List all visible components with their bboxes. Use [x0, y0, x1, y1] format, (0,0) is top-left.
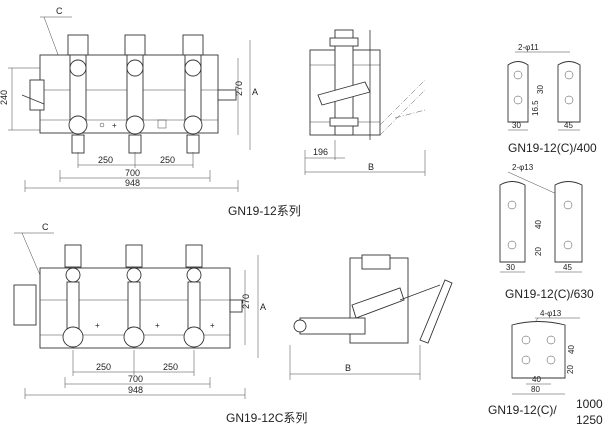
- top-callout-c: C: [56, 6, 63, 16]
- busbar-630-caption: GN19-12(C)/630: [505, 287, 594, 301]
- bottom-series-caption: GN19-12C系列: [226, 411, 307, 425]
- busbar-400-hole-label: 2-φ11: [518, 43, 539, 52]
- busbar-630-hole-label: 2-φ13: [512, 163, 534, 172]
- bottom-front-view: C + + + 270 A: [13, 222, 266, 399]
- busbar-1000-dim-20v: 20: [566, 365, 575, 374]
- busbar-1000-dim-40v: 40: [567, 345, 576, 354]
- busbar-1000-hole-label: 4-φ13: [540, 309, 562, 318]
- busbar-400-dim-45h: 45: [564, 121, 573, 130]
- busbar-400-detail: 2-φ11 30 16.5 30 45: [507, 43, 581, 131]
- busbar-630-detail: 2-φ13 40 20 30 45: [499, 163, 583, 273]
- top-dim-A: A: [252, 87, 258, 97]
- top-left-lever: [29, 79, 45, 111]
- svg-text:+: +: [155, 321, 160, 330]
- bottom-dim-270: 270: [241, 294, 251, 309]
- top-front-view: C: [0, 6, 258, 192]
- busbar-630-dim-20v: 20: [534, 247, 543, 256]
- top-dim-pitch-2: 250: [160, 155, 175, 165]
- bottom-dim-A: A: [260, 302, 266, 312]
- busbar-400-dim-16v: 16.5: [531, 100, 540, 116]
- bottom-pole-3: [183, 244, 205, 348]
- top-dim-pitch-1: 250: [98, 155, 113, 165]
- busbar-400-dim-30h: 30: [512, 121, 521, 130]
- busbar-400-caption: GN19-12(C)/400: [508, 141, 597, 155]
- busbar-1000-detail: 4-φ13 40 20 40 80: [511, 309, 580, 395]
- top-dim-700: 700: [125, 168, 140, 178]
- top-series-caption: GN19-12系列: [228, 204, 301, 218]
- bottom-side-view: B: [289, 254, 453, 380]
- top-pole-2: [124, 34, 146, 154]
- bottom-pole-1: [62, 244, 84, 348]
- busbar-630-dim-40v: 40: [534, 220, 543, 229]
- busbar-1000-dim-40h: 40: [532, 375, 541, 384]
- busbar-1000-caption: GN19-12(C)/: [488, 403, 557, 417]
- bottom-pole-2: [123, 244, 145, 348]
- busbar-1000-dim-80h: 80: [531, 385, 540, 394]
- top-side-view: 196 B: [304, 29, 426, 176]
- busbar-630-dim-45h: 45: [563, 263, 572, 272]
- top-dim-270: 270: [234, 81, 244, 96]
- bottom-dim-948: 948: [128, 385, 143, 395]
- busbar-1000-rating-a: 1000: [576, 397, 603, 411]
- busbar-400-dim-30v: 30: [536, 85, 545, 94]
- bottom-dim-B: B: [345, 363, 351, 373]
- top-dim-240: 240: [0, 90, 9, 105]
- bottom-left-lever: [13, 284, 37, 326]
- busbar-1000-rating-b: 1250: [576, 413, 603, 427]
- svg-text:+: +: [112, 121, 117, 130]
- bottom-dim-pitch-2: 250: [163, 362, 178, 372]
- bottom-callout-c: C: [42, 222, 49, 232]
- top-dim-196: 196: [313, 147, 328, 157]
- svg-text:+: +: [95, 321, 100, 330]
- top-pole-1: [67, 34, 89, 154]
- bottom-dim-700: 700: [128, 374, 143, 384]
- top-right-shaft: [217, 89, 237, 101]
- top-dim-B: B: [368, 162, 374, 172]
- busbar-630-dim-30h: 30: [506, 263, 515, 272]
- svg-text:+: +: [210, 321, 215, 330]
- bottom-dim-pitch-1: 250: [96, 362, 111, 372]
- top-pole-3: [182, 34, 204, 154]
- top-dim-948: 948: [125, 178, 140, 188]
